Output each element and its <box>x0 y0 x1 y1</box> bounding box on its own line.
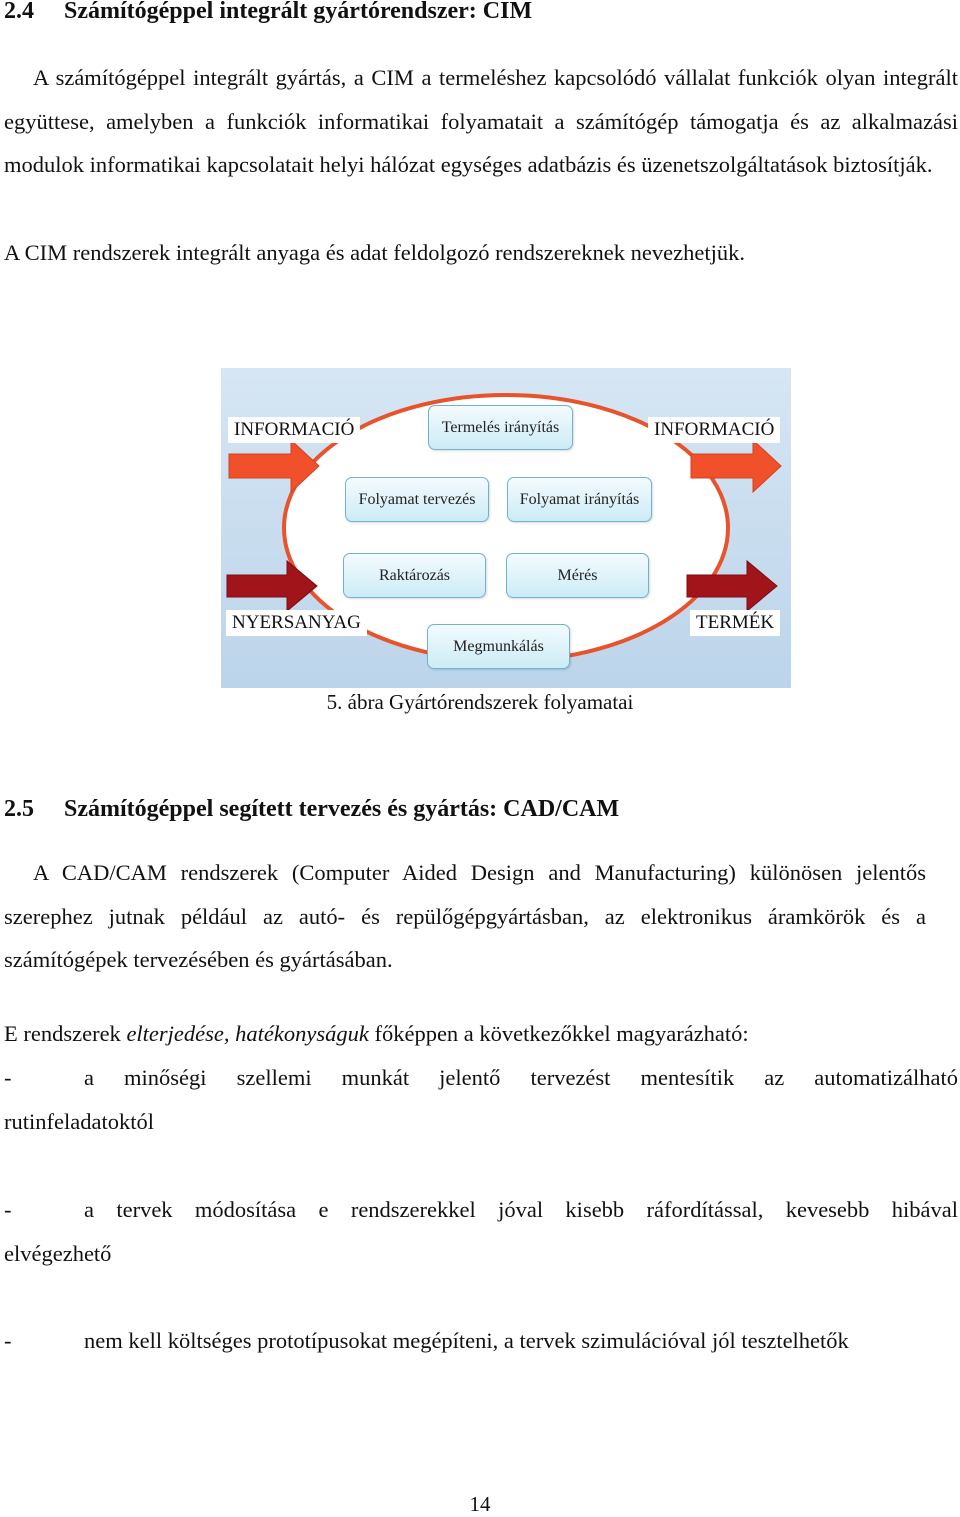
label-product: TERMÉK <box>690 610 781 636</box>
reasons-text-start: E rendszerek <box>4 1021 127 1046</box>
paragraph-cadcam-reasons: E rendszerek elterjedése, hatékonyságuk … <box>4 1012 958 1056</box>
product-arrow-right <box>686 559 778 613</box>
list-dash: - <box>4 1197 12 1222</box>
section-title: Számítógéppel integrált gyártórendszer: … <box>64 0 533 24</box>
box-storage: Raktározás <box>343 553 486 598</box>
cim-process-diagram: INFORMACIÓ INFORMACIÓ NYERSANYAG TERMÉK … <box>221 368 791 688</box>
page-number: 14 <box>469 1492 491 1516</box>
box-production-control: Termelés irányítás <box>428 405 573 450</box>
list-item-text: nem kell költséges prototípusokat megépí… <box>84 1328 849 1353</box>
list-item-text: a tervek módosítása e rendszerekkel jóva… <box>84 1197 958 1222</box>
list-item-continuation: rutinfeladatoktól <box>4 1108 154 1134</box>
box-machining: Megmunkálás <box>427 624 570 669</box>
label-raw-material: NYERSANYAG <box>226 610 367 636</box>
info-arrow-right <box>690 438 782 494</box>
info-arrow-left <box>228 438 320 494</box>
list-item: - a minőségi szellemi munkát jelentő ter… <box>4 1056 958 1143</box>
section-number: 2.5 <box>4 796 34 822</box>
list-item-text: a minőségi szellemi munkát jelentő terve… <box>84 1065 958 1090</box>
box-process-design: Folyamat tervezés <box>345 477 489 522</box>
list-item-line: - a minőségi szellemi munkát jelentő ter… <box>4 1056 958 1100</box>
label-info-right: INFORMACIÓ <box>648 417 781 443</box>
reasons-text-end: főképpen a következőkkel magyarázható: <box>368 1021 749 1046</box>
label-info-left: INFORMACIÓ <box>228 417 361 443</box>
list-dash: - <box>4 1065 12 1090</box>
paragraph-cim-definition: A számítógéppel integrált gyártás, a CIM… <box>4 65 958 177</box>
paragraph-cadcam-intro: A CAD/CAM rendszerek (Computer Aided Des… <box>4 860 926 972</box>
section-heading-2-4: 2.4 Számítógéppel integrált gyártórendsze… <box>4 0 532 26</box>
list-item: - nem kell költséges prototípusokat megé… <box>4 1319 958 1363</box>
section-number: 2.4 <box>4 0 34 24</box>
list-dash: - <box>4 1328 12 1353</box>
box-measurement: Mérés <box>506 553 649 598</box>
material-arrow-left <box>226 559 318 613</box>
reasons-text-italic: elterjedése, hatékonyságuk <box>126 1021 369 1046</box>
figure-caption: 5. ábra Gyártórendszerek folyamatai <box>326 690 634 714</box>
paragraph-cim-summary: A CIM rendszerek integrált anyaga és ada… <box>4 240 745 265</box>
list-item-line: - nem kell költséges prototípusokat megé… <box>4 1319 958 1363</box>
section-heading-2-5: 2.5 Számítógéppel segített tervezés és gy… <box>4 794 619 824</box>
section-title: Számítógéppel segített tervezés és gyárt… <box>64 796 620 822</box>
list-item-continuation: elvégezhető <box>4 1240 112 1266</box>
list-item-line: - a tervek módosítása e rendszerekkel jó… <box>4 1188 958 1232</box>
box-process-control: Folyamat irányítás <box>507 477 652 522</box>
list-item: - a tervek módosítása e rendszerekkel jó… <box>4 1188 958 1275</box>
